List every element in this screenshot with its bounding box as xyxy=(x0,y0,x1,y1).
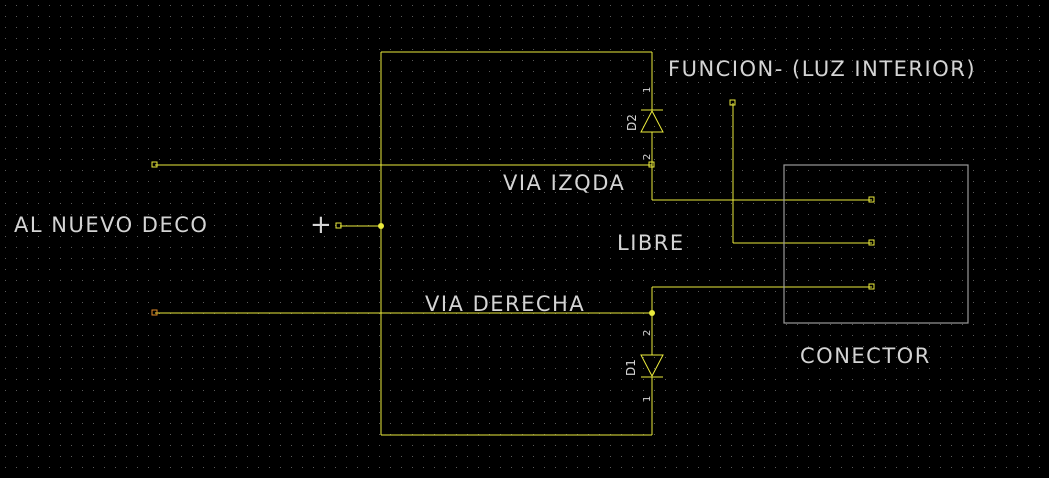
label-plus: + xyxy=(310,210,333,240)
junction-dot xyxy=(649,310,655,316)
pad-connector-3 xyxy=(868,283,875,290)
pad-connector-1 xyxy=(868,196,875,203)
label-al-nuevo-deco: AL NUEVO DECO xyxy=(14,213,208,237)
label-libre: LIBRE xyxy=(617,231,685,255)
diode-d1-pin-2: 2 xyxy=(642,330,653,336)
diode-d1-triangle xyxy=(640,354,664,378)
pad-connector-2 xyxy=(868,239,875,246)
diode-d2-pin-1: 1 xyxy=(642,87,653,93)
diode-d2-pin-2: 2 xyxy=(642,154,653,160)
connector-box xyxy=(783,164,969,324)
junction-dot xyxy=(378,223,384,229)
track-wires xyxy=(155,164,652,314)
pad-funcion xyxy=(729,99,736,106)
diode-d2-ref: D2 xyxy=(625,114,639,131)
pad-via-derecha-end xyxy=(151,309,158,316)
diode-d1-ref: D1 xyxy=(624,359,638,376)
power-loop xyxy=(380,51,652,436)
diode-column xyxy=(651,52,872,435)
function-wire xyxy=(732,103,872,244)
diode-d1-pin-1: 1 xyxy=(642,396,653,402)
diode-d2: 1 2 D2 xyxy=(625,87,664,160)
label-funcion: FUNCION- (LUZ INTERIOR) xyxy=(668,57,976,81)
label-via-derecha: VIA DERECHA xyxy=(425,292,585,316)
label-via-izqda: VIA IZQDA xyxy=(503,171,625,195)
pad-d2-cathode xyxy=(648,161,655,168)
pad-via-izqda-end xyxy=(151,161,158,168)
label-conector: CONECTOR xyxy=(800,344,931,368)
pad-plus xyxy=(335,222,342,229)
diode-d1: 2 1 D1 xyxy=(624,330,664,402)
